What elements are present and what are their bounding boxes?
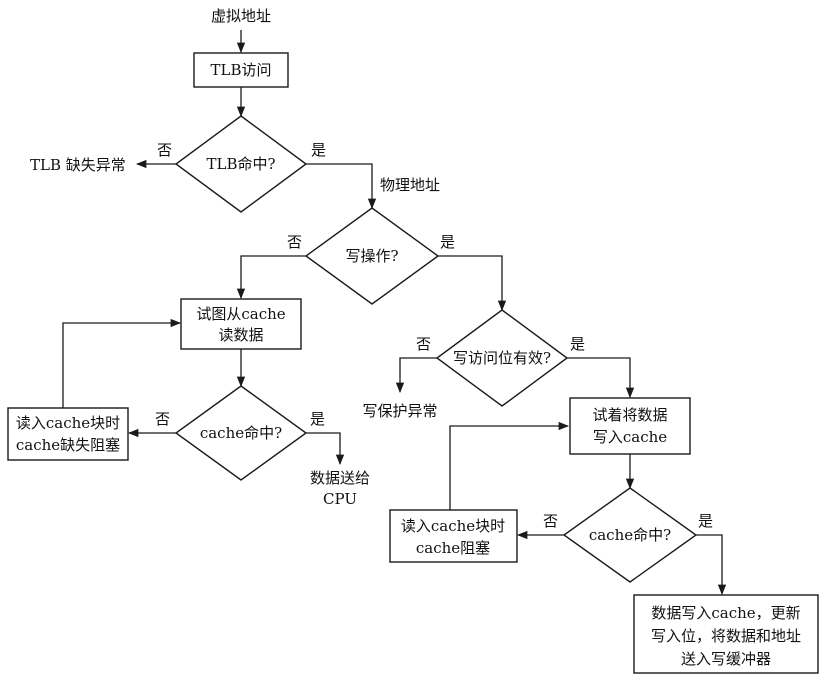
read-cache-hit-diamond	[174, 385, 308, 481]
write-hit-no-label: 否	[543, 512, 558, 530]
write-cache-hit-label: cache命中?	[589, 526, 671, 544]
write-access-valid-diamond	[435, 309, 569, 407]
write-access-valid-label: 写访问位有效?	[453, 349, 551, 367]
nodes: 虚拟地址 TLB访问 TLB命中? TLB 缺失异常 物理地址 写操作? 试图从…	[7, 7, 819, 674]
read-cache-hit-label: cache命中?	[200, 424, 282, 442]
write-hit-action-line-3: 送入写缓冲器	[681, 650, 771, 668]
write-op-yes-label: 是	[440, 233, 455, 251]
edge-read-hit-yes	[306, 432, 345, 466]
tlb-miss-label: TLB 缺失异常	[30, 156, 126, 174]
tlb-hit-yes-label: 是	[311, 141, 326, 159]
edge-write-op-no	[236, 255, 306, 300]
write-hit-action-line-1: 数据写入cache，更新	[651, 604, 800, 622]
try-write-line-1: 试着将数据	[592, 406, 667, 424]
try-write-line-2: 写入cache	[593, 428, 667, 446]
try-read-line-2: 读数据	[218, 326, 263, 344]
read-miss-stall-box	[7, 407, 129, 461]
write-valid-no-label: 否	[416, 335, 431, 353]
tlb-hit-diamond	[174, 115, 308, 213]
tlb-hit-no-label: 否	[157, 141, 172, 159]
tlb-hit-label: TLB命中?	[206, 155, 275, 173]
branch-labels: 否 是 否 是 否 是 否 是 否 是	[155, 141, 713, 530]
edge-read-stall-loop	[62, 318, 182, 408]
write-op-label: 写操作?	[345, 247, 398, 265]
tlb-access-box	[193, 52, 289, 88]
write-miss-stall-box	[389, 509, 518, 563]
try-read-box	[180, 298, 302, 350]
try-read-line-1: 试图从cache	[196, 305, 285, 323]
start-label: 虚拟地址	[211, 7, 271, 25]
write-hit-yes-label: 是	[698, 512, 713, 530]
write-protect-label: 写保护异常	[362, 402, 437, 420]
read-miss-stall-line-1: 读入cache块时	[16, 414, 120, 432]
try-write-box	[569, 397, 691, 455]
read-hit-no-label: 否	[155, 410, 170, 428]
send-to-cpu-line-2: CPU	[323, 490, 357, 508]
write-miss-stall-line-2: cache阻塞	[416, 539, 490, 557]
write-miss-stall-line-1: 读入cache块时	[401, 517, 505, 535]
write-valid-yes-label: 是	[570, 335, 585, 353]
edge-write-op-yes	[438, 255, 507, 312]
physical-address-label: 物理地址	[380, 176, 440, 194]
write-hit-action-line-2: 写入位，将数据和地址	[651, 627, 801, 645]
write-op-no-label: 否	[287, 233, 302, 251]
write-cache-hit-diamond	[562, 487, 698, 583]
read-miss-stall-line-2: cache缺失阻塞	[16, 436, 120, 454]
write-op-diamond	[304, 207, 440, 305]
edge-write-valid-no	[395, 357, 437, 394]
read-hit-yes-label: 是	[310, 410, 325, 428]
edge-tlb-hit-yes	[306, 163, 377, 210]
edges	[62, 30, 727, 596]
edge-write-valid-yes	[567, 357, 635, 399]
edge-write-hit-yes	[696, 534, 727, 596]
edge-write-stall-loop	[449, 421, 570, 510]
tlb-access-label: TLB访问	[211, 61, 272, 79]
write-hit-action-box	[633, 594, 819, 674]
send-to-cpu-line-1: 数据送给	[310, 469, 370, 487]
